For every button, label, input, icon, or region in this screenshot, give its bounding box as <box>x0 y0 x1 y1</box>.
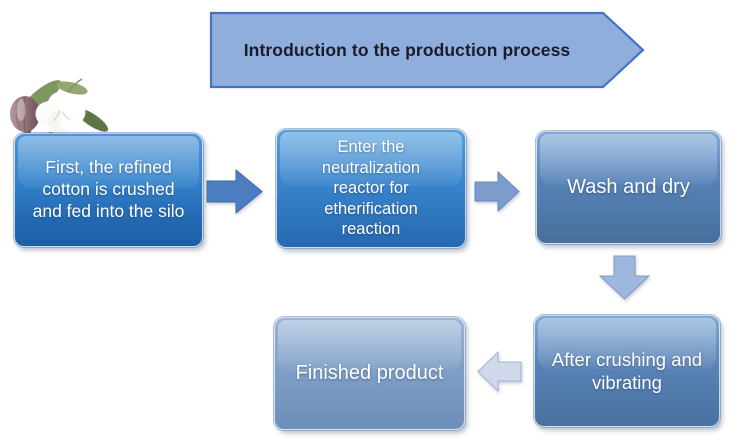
arrow-right-1-icon <box>206 168 263 215</box>
arrow-left-icon <box>477 350 522 393</box>
flow-step-4-label: After crushing and vibrating <box>551 348 703 393</box>
flow-step-2: Enter the neutralization reactor for eth… <box>276 129 466 248</box>
arrow-right-2-icon <box>474 170 520 213</box>
flow-step-3-label: Wash and dry <box>567 176 690 198</box>
banner-arrow-shape <box>209 11 645 89</box>
flow-step-5: Finished product <box>274 317 465 430</box>
flow-step-5-label: Finished product <box>295 362 444 384</box>
flow-step-2-label: Enter the neutralization reactor for eth… <box>321 137 421 239</box>
flow-step-3: Wash and dry <box>536 131 721 244</box>
page-title: Introduction to the production process <box>243 39 571 60</box>
flow-step-4: After crushing and vibrating <box>534 315 720 427</box>
arrow-down-icon <box>598 255 651 300</box>
cotton-flower-image <box>10 78 109 143</box>
flow-step-1-label: First, the refined cotton is crushed and… <box>32 157 185 221</box>
flow-step-1: First, the refined cotton is crushed and… <box>14 133 203 247</box>
